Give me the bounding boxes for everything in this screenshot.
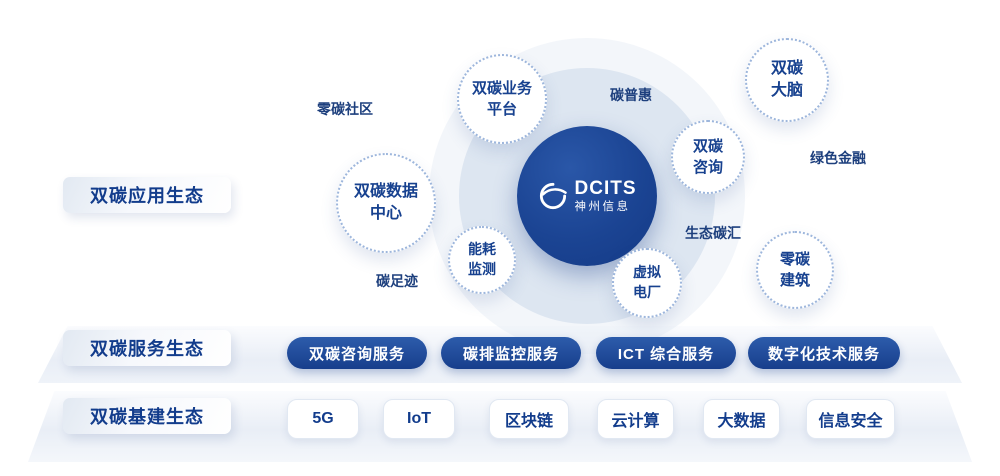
satellite-dual-carbon-consulting: 双碳咨询: [671, 120, 745, 194]
tag-green-finance: 绿色金融: [810, 150, 866, 166]
satellite-dual-carbon-business-platform: 双碳业务平台: [457, 54, 547, 144]
service-item-carbon-emission-monitoring: 碳排监控服务: [441, 337, 581, 369]
satellite-label: 能耗监测: [468, 241, 496, 277]
satellite-label: 双碳业务平台: [471, 80, 532, 118]
satellite-label: 双碳数据中心: [353, 182, 418, 222]
satellite-label: 零碳建筑: [779, 251, 810, 289]
dcits-center-node: DCITS 神州信息: [517, 126, 657, 266]
row-label-infrastructure-ecosystem: 双碳基建生态: [63, 398, 231, 434]
infra-item-iot: IoT: [383, 399, 455, 439]
service-item-ict-integrated: ICT 综合服务: [596, 337, 736, 369]
infra-item-big-data: 大数据: [703, 399, 780, 439]
service-item-dual-carbon-consulting: 双碳咨询服务: [287, 337, 427, 369]
row-label-application-ecosystem: 双碳应用生态: [63, 177, 231, 213]
dcits-logo: DCITS 神州信息: [538, 177, 637, 214]
satellite-label: 双碳大脑: [770, 59, 803, 99]
logo-text: DCITS: [574, 177, 637, 199]
satellite-label: 双碳咨询: [692, 138, 723, 176]
dcits-swirl-icon: [538, 181, 568, 211]
satellite-dual-carbon-brain: 双碳大脑: [745, 38, 829, 122]
infra-item-blockchain: 区块链: [489, 399, 569, 439]
satellite-virtual-power-plant: 虚拟电厂: [612, 248, 682, 318]
satellite-zero-carbon-building: 零碳建筑: [756, 231, 834, 309]
logo-subtext: 神州信息: [574, 201, 631, 214]
tag-carbon-footprint: 碳足迹: [376, 273, 418, 289]
row-label-service-ecosystem: 双碳服务生态: [63, 330, 231, 366]
service-item-digital-technology: 数字化技术服务: [748, 337, 900, 369]
infra-item-5g: 5G: [287, 399, 359, 439]
infra-item-information-security: 信息安全: [806, 399, 895, 439]
tag-zero-carbon-community: 零碳社区: [317, 101, 373, 117]
infra-item-cloud-computing: 云计算: [597, 399, 674, 439]
satellite-dual-carbon-data-center: 双碳数据中心: [336, 153, 436, 253]
tag-ecological-carbon-sink: 生态碳汇: [685, 225, 741, 241]
satellite-label: 虚拟电厂: [633, 264, 661, 300]
satellite-energy-monitoring: 能耗监测: [448, 226, 516, 294]
tag-carbon-inclusion: 碳普惠: [610, 87, 652, 103]
